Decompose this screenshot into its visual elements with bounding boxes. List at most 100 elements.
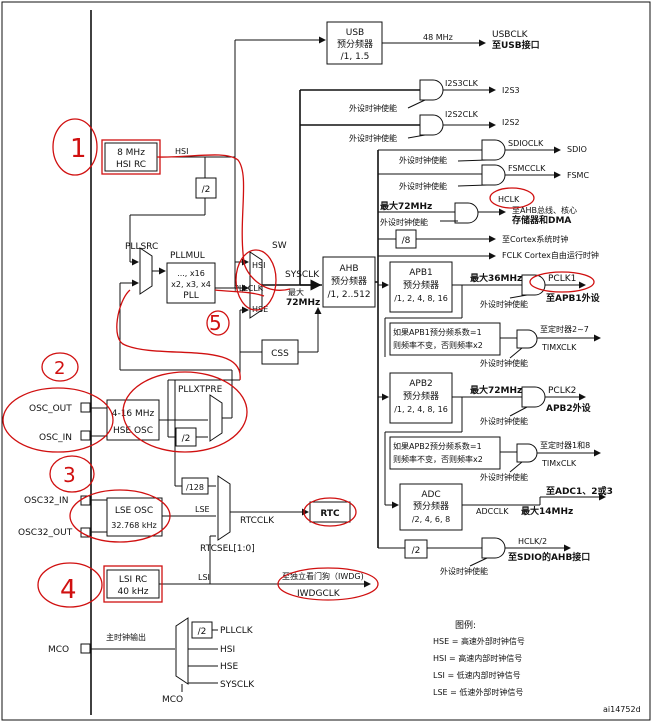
lse-freq: 32.768 kHz bbox=[111, 521, 156, 530]
sdio-div2-box bbox=[404, 539, 428, 559]
mco-pllclk: PLLCLK bbox=[220, 626, 254, 636]
adc-max: 最大14MHz bbox=[521, 505, 573, 517]
pll-block: PLLMUL ..., x16 x2, x3, x4 PLL bbox=[166, 251, 216, 304]
sdio-div2: /2 bbox=[412, 546, 421, 556]
annotation-1: 1 bbox=[70, 134, 87, 164]
annotation-2-circle bbox=[41, 352, 79, 382]
fsmc-gate bbox=[481, 164, 506, 186]
apb1-div: /1, 2, 4, 8, 16 bbox=[394, 294, 448, 303]
mco-mux bbox=[175, 617, 189, 685]
pllsrc-mux bbox=[139, 247, 153, 295]
usb-div: /1, 1.5 bbox=[341, 52, 370, 62]
ahb-prescaler-label: 预分频器 bbox=[331, 275, 367, 287]
mco-bottom: MCO bbox=[162, 695, 183, 705]
timxclk-2: TIMxCLK bbox=[541, 459, 577, 468]
lsi-line: LSI bbox=[198, 573, 210, 582]
rtc-box bbox=[309, 501, 351, 523]
hse-div2: /2 bbox=[182, 434, 191, 444]
apb1-timer-note-box bbox=[389, 322, 501, 356]
pclk2-gate bbox=[521, 386, 546, 408]
rtcsel-mux bbox=[217, 475, 231, 541]
osc-in-label: OSC_IN bbox=[39, 433, 72, 443]
sw-mux bbox=[249, 251, 263, 319]
timxclk-gate bbox=[516, 329, 538, 349]
annotation-4: 4 bbox=[60, 575, 77, 605]
apb1-note1: 如果APB1预分频系数=1 bbox=[393, 327, 482, 337]
i2s3-gate bbox=[419, 79, 444, 101]
hsi-rc-block: 8 MHz HSI RC bbox=[104, 142, 158, 172]
lsi-name: LSI RC bbox=[119, 575, 147, 585]
sdio-ahb-dest: 至SDIO的AHB接口 bbox=[508, 551, 590, 563]
apb2-timer-dest: 至定时器1和8 bbox=[540, 440, 590, 450]
hsi-rc-name: HSI RC bbox=[116, 160, 146, 170]
adc-dest: 至ADC1、2或3 bbox=[546, 485, 613, 497]
sw-hsi: HSI bbox=[252, 261, 265, 270]
hsi-div2-box bbox=[195, 177, 217, 199]
apb2-max: 最大72MHz bbox=[470, 384, 522, 396]
apb2-timer-enable: 外设时钟使能 bbox=[480, 472, 528, 482]
rtc: RTC bbox=[320, 509, 340, 519]
i2s3clk: I2S3CLK bbox=[445, 79, 479, 88]
apb1-enable: 外设时钟使能 bbox=[480, 299, 528, 309]
i2s2clk: I2S2CLK bbox=[445, 110, 479, 119]
apb2-note1: 如果APB2预分频系数=1 bbox=[393, 441, 482, 451]
i2s3-enable: 外设时钟使能 bbox=[349, 103, 397, 113]
rtcclk: RTCCLK bbox=[240, 516, 275, 526]
pllxtpre-mux bbox=[209, 394, 223, 442]
annotation-3-circle bbox=[49, 455, 95, 493]
apb1-timer-dest: 至定时器2~7 bbox=[540, 324, 589, 334]
sdio-ahb-gate bbox=[481, 537, 506, 559]
css-box bbox=[261, 339, 299, 365]
lsi-rc-block: LSI RC 40 kHz bbox=[106, 569, 160, 599]
annotation-3: 3 bbox=[63, 463, 76, 487]
apb1-max: 最大36MHz bbox=[470, 272, 522, 284]
i2s2: I2S2 bbox=[502, 118, 520, 127]
hclk2: HCLK/2 bbox=[518, 537, 547, 546]
usbclk: USBCLK bbox=[492, 30, 529, 40]
apb2-div: /1, 2, 4, 8, 16 bbox=[394, 405, 448, 414]
div8: /8 bbox=[402, 236, 411, 246]
sdio-gate bbox=[481, 139, 506, 161]
apb1-prescaler: APB1 预分频器 /1, 2, 4, 8, 16 bbox=[389, 261, 453, 313]
timxclk-1: TIMXCLK bbox=[541, 343, 577, 352]
annotation-4-circle bbox=[37, 562, 103, 608]
figure-id: ai14752d bbox=[603, 705, 641, 714]
pll-name: PLL bbox=[183, 291, 198, 301]
hclk-desc1: 至AHB总线、核心 bbox=[512, 205, 577, 215]
cortex-sys: 至Cortex系统时钟 bbox=[502, 234, 568, 244]
pclk1: PCLK1 bbox=[548, 274, 576, 284]
pclk2-desc: APB2外设 bbox=[546, 402, 592, 414]
sw-pllclk: PLLCLK bbox=[234, 284, 264, 293]
iwdg-desc: 至独立看门狗（IWDG) bbox=[282, 571, 364, 581]
mco-desc: 主时钟输出 bbox=[106, 632, 146, 642]
pllmul-label: PLLMUL bbox=[170, 251, 205, 261]
osc32-out-label: OSC32_OUT bbox=[18, 528, 73, 538]
lse-name: LSE OSC bbox=[115, 506, 153, 516]
sdio: SDIO bbox=[567, 145, 587, 154]
sw-label: SW bbox=[272, 241, 287, 251]
hclk-enable: 外设时钟使能 bbox=[380, 217, 428, 227]
adc-prescaler-label: 预分频器 bbox=[413, 500, 449, 512]
ahb-prescaler: AHB 预分频器 /1, 2..512 bbox=[322, 256, 376, 308]
usb-freq: 48 MHz bbox=[423, 33, 453, 42]
lsi-freq: 40 kHz bbox=[117, 587, 148, 597]
mco-pin bbox=[80, 643, 91, 654]
pll-mul1: ..., x16 bbox=[177, 269, 205, 278]
hclk-max: 最大72MHz bbox=[380, 200, 432, 212]
lse-line: LSE bbox=[195, 505, 210, 514]
hsi-rc-freq: 8 MHz bbox=[117, 148, 145, 158]
hclk-gate bbox=[454, 202, 479, 224]
osc-out-pin bbox=[80, 402, 91, 413]
legend-lse: LSE = 低速外部时钟信号 bbox=[433, 687, 523, 697]
annotation-2: 2 bbox=[54, 358, 65, 379]
apb2-timer-note-box bbox=[389, 436, 501, 470]
i2s2-enable: 外设时钟使能 bbox=[349, 133, 397, 143]
pll-mul2: x2, x3, x4 bbox=[171, 280, 211, 289]
osc32-in-label: OSC32_IN bbox=[24, 496, 68, 506]
div128: /128 bbox=[186, 483, 204, 492]
fsmcclk: FSMCCLK bbox=[508, 164, 546, 173]
legend-hse: HSE = 高速外部时钟信号 bbox=[433, 636, 525, 646]
legend-lsi: LSI = 低速内部时钟信号 bbox=[433, 670, 521, 680]
